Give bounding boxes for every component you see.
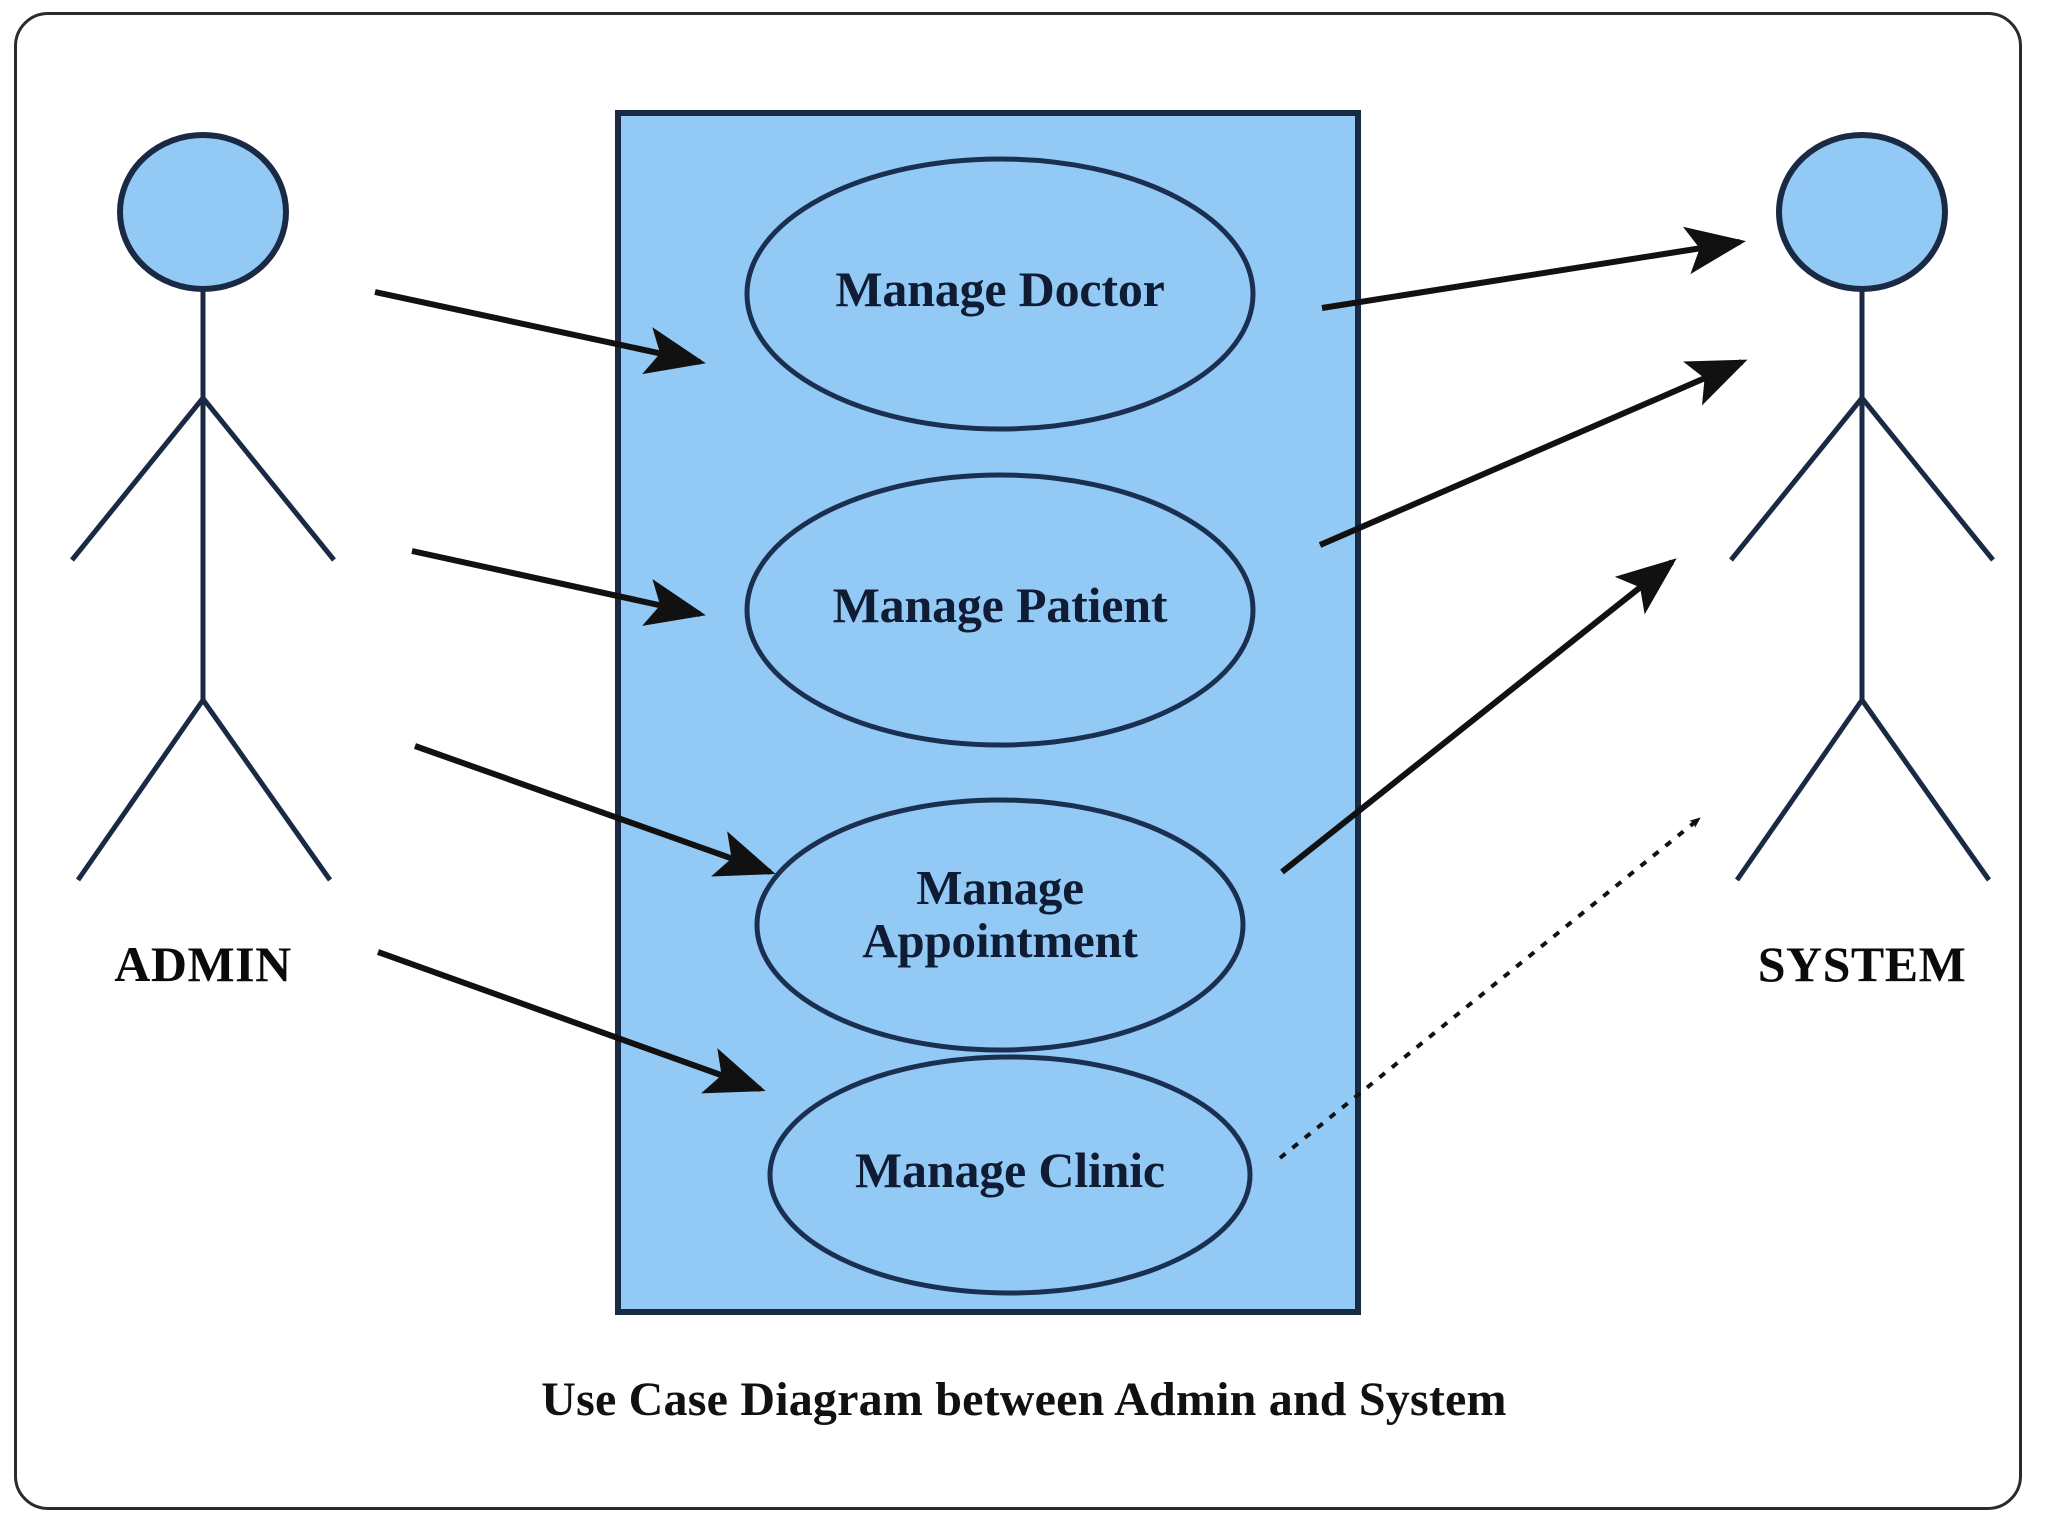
actor-left-arm-line [70, 396, 205, 562]
association-manage-patient-to-system [1318, 359, 1748, 548]
actor-left-arm-line [1729, 396, 1864, 562]
actor-right-leg-line [200, 698, 333, 882]
use-case-ellipse [744, 156, 1256, 432]
actor-head-icon [1776, 132, 1948, 292]
actor-right-arm-line [201, 396, 336, 562]
use-case-manage-clinic[interactable] [767, 1054, 1253, 1296]
actor-label-system: SYSTEM [1757, 936, 1967, 992]
association-admin-to-manage-clinic [376, 949, 766, 1094]
use-case-manage-patient[interactable] [744, 472, 1256, 748]
use-case-ellipse [754, 797, 1246, 1053]
association-manage-clinic-to-system [1278, 816, 1702, 1160]
actor-admin[interactable] [70, 132, 336, 882]
use-case-manage-appointment[interactable] [754, 797, 1246, 1053]
use-case-ellipse [767, 1054, 1253, 1296]
actor-left-leg-line [1734, 698, 1865, 882]
association-manage-doctor-to-system [1321, 226, 1746, 311]
actor-label-admin: ADMIN [114, 936, 292, 992]
actor-right-leg-line [1859, 698, 1992, 882]
association-manage-appointment-to-system [1280, 558, 1677, 875]
association-admin-to-manage-doctor [374, 289, 706, 375]
association-admin-to-manage-appointment [413, 743, 776, 877]
actor-right-arm-line [1860, 396, 1995, 562]
diagram-caption: Use Case Diagram between Admin and Syste… [541, 1373, 1507, 1426]
use-case-ellipse [744, 472, 1256, 748]
actor-head-icon [117, 132, 289, 292]
use-case-manage-doctor[interactable] [744, 156, 1256, 432]
actor-system[interactable] [1729, 132, 1995, 882]
actor-left-leg-line [75, 698, 206, 882]
association-admin-to-manage-patient [411, 548, 706, 626]
system-boundary-box [615, 110, 1361, 1315]
